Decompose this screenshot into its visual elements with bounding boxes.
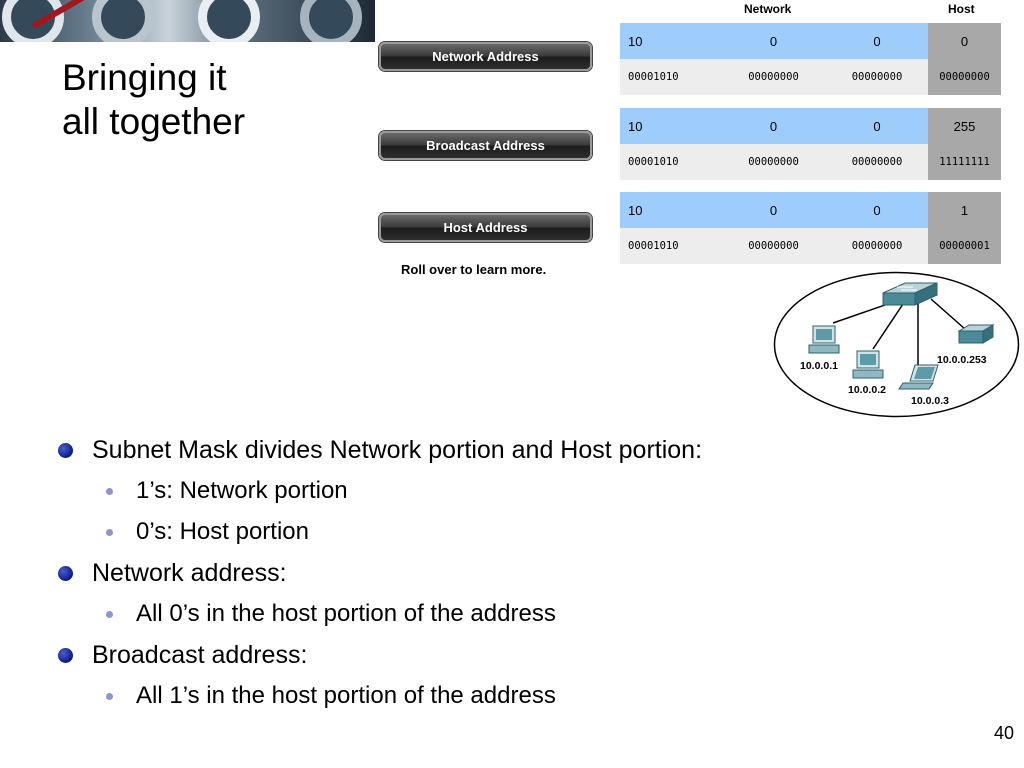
octet-1: 10 xyxy=(620,23,721,59)
sub-bullet-item: 1’s: Network portion xyxy=(58,473,978,514)
octet-3: 0 xyxy=(826,23,928,59)
octet-4-host: 255 xyxy=(928,108,1001,144)
octet-2: 0 xyxy=(721,108,826,144)
network-topology-diagram: 10.0.0.1 10.0.0.2 10.0.0.3 10.0.0.253 xyxy=(773,271,1020,418)
binary-row: 00001010 00000000 00000000 11111111 xyxy=(620,144,1001,180)
binary-octet-2: 00000000 xyxy=(721,59,826,95)
laptop-ip-label: 10.0.0.3 xyxy=(911,395,949,407)
host-column-header: Host xyxy=(948,2,975,16)
network-address-button[interactable]: Network Address xyxy=(379,42,592,71)
router-ip-label: 10.0.0.253 xyxy=(937,354,987,366)
decimal-row: 10 0 0 1 xyxy=(620,192,1001,228)
rollover-hint: Roll over to learn more. xyxy=(401,262,547,277)
bullet-icon xyxy=(58,648,73,663)
binary-octet-1: 00001010 xyxy=(620,144,721,180)
sub-bullet-text: 1’s: Network portion xyxy=(136,477,348,504)
sub-bullet-icon xyxy=(106,693,113,700)
binary-octet-2: 00000000 xyxy=(721,144,826,180)
slide-title-line2: all together xyxy=(62,101,246,142)
broadcast-address-table: 10 0 0 255 00001010 00000000 00000000 11… xyxy=(620,108,1001,180)
router-icon xyxy=(957,324,995,344)
host-address-table: 10 0 0 1 00001010 00000000 00000000 0000… xyxy=(620,192,1001,264)
sub-bullet-text: All 0’s in the host portion of the addre… xyxy=(136,600,556,627)
decimal-row: 10 0 0 0 xyxy=(620,23,1001,59)
octet-2: 0 xyxy=(721,23,826,59)
bullet-list: Subnet Mask divides Network portion and … xyxy=(58,432,978,719)
octet-1: 10 xyxy=(620,108,721,144)
binary-row: 00001010 00000000 00000000 00000001 xyxy=(620,228,1001,264)
bullet-item: Broadcast address: xyxy=(58,637,978,678)
octet-4-host: 1 xyxy=(928,192,1001,228)
octet-1: 10 xyxy=(620,192,721,228)
broadcast-address-button[interactable]: Broadcast Address xyxy=(379,131,592,160)
bullet-item: Subnet Mask divides Network portion and … xyxy=(58,432,978,473)
sub-bullet-icon xyxy=(106,611,113,618)
network-address-table: 10 0 0 0 00001010 00000000 00000000 0000… xyxy=(620,23,1001,95)
pc2-icon xyxy=(852,350,884,379)
pc1-ip-label: 10.0.0.1 xyxy=(800,360,838,372)
network-column-header: Network xyxy=(744,2,792,16)
page-number: 40 xyxy=(993,723,1014,743)
bullet-icon xyxy=(58,566,73,581)
octet-3: 0 xyxy=(826,192,928,228)
header-banner-image xyxy=(0,0,375,42)
decimal-row: 10 0 0 255 xyxy=(620,108,1001,144)
sub-bullet-item: All 0’s in the host portion of the addre… xyxy=(58,596,978,637)
binary-octet-1: 00001010 xyxy=(620,228,721,264)
sub-bullet-item: All 1’s in the host portion of the addre… xyxy=(58,678,978,719)
sub-bullet-icon xyxy=(106,488,113,495)
bullet-icon xyxy=(58,443,73,458)
pc2-ip-label: 10.0.0.2 xyxy=(848,384,886,396)
sub-bullet-icon xyxy=(106,529,113,536)
binary-octet-2: 00000000 xyxy=(721,228,826,264)
binary-octet-4-host: 00000001 xyxy=(928,228,1001,264)
pc1-icon xyxy=(808,325,840,354)
octet-2: 0 xyxy=(721,192,826,228)
bullet-text: Broadcast address: xyxy=(92,641,308,669)
bullet-item: Network address: xyxy=(58,555,978,596)
laptop-icon xyxy=(898,364,939,390)
binary-octet-3: 00000000 xyxy=(826,144,928,180)
bullet-text: Network address: xyxy=(92,559,287,587)
host-address-button[interactable]: Host Address xyxy=(379,213,592,242)
binary-octet-3: 00000000 xyxy=(826,59,928,95)
binary-row: 00001010 00000000 00000000 00000000 xyxy=(620,59,1001,95)
sub-bullet-text: 0’s: Host portion xyxy=(136,518,309,545)
sub-bullet-text: All 1’s in the host portion of the addre… xyxy=(136,682,556,709)
binary-octet-1: 00001010 xyxy=(620,59,721,95)
slide-title: Bringing it all together xyxy=(62,56,245,144)
octet-3: 0 xyxy=(826,108,928,144)
octet-4-host: 0 xyxy=(928,23,1001,59)
binary-octet-3: 00000000 xyxy=(826,228,928,264)
binary-octet-4-host: 00000000 xyxy=(928,59,1001,95)
sub-bullet-item: 0’s: Host portion xyxy=(58,514,978,555)
switch-icon xyxy=(882,282,938,306)
binary-octet-4-host: 11111111 xyxy=(928,144,1001,180)
slide-title-line1: Bringing it xyxy=(62,57,227,98)
bullet-text: Subnet Mask divides Network portion and … xyxy=(92,436,703,464)
